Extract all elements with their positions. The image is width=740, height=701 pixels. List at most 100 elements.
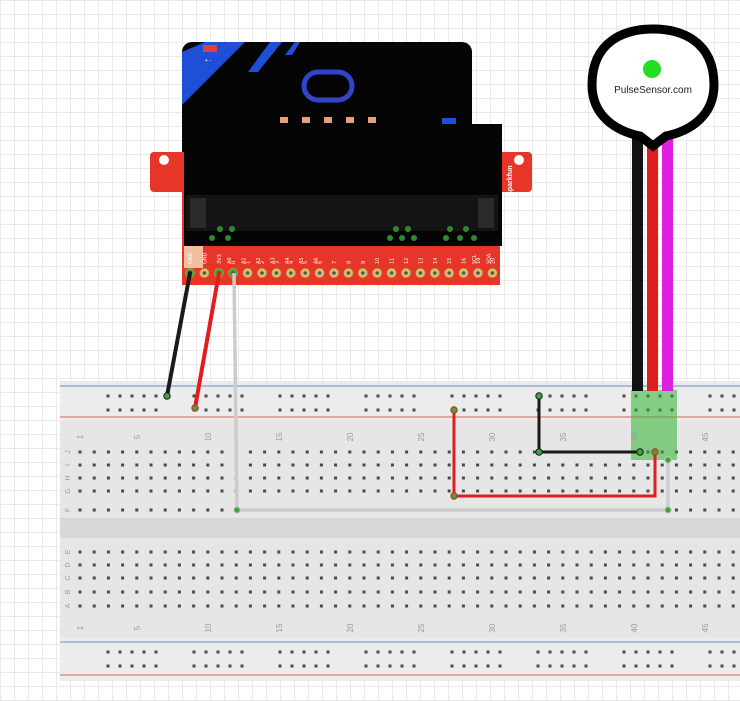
terminal-hole: [149, 508, 153, 512]
pin-hole-center: [389, 271, 394, 275]
rail-hole: [412, 394, 416, 398]
terminal-hole: [78, 489, 82, 493]
rail-hole: [216, 664, 220, 668]
terminal-hole: [348, 604, 352, 608]
rail-hole: [130, 664, 134, 668]
gnd-pad: [184, 246, 203, 268]
terminal-hole: [334, 576, 338, 580]
wire-end: [664, 506, 672, 514]
terminal-hole: [163, 590, 167, 594]
rail-hole: [290, 408, 294, 412]
terminal-hole: [291, 450, 295, 454]
terminal-hole: [106, 508, 110, 512]
terminal-hole: [646, 590, 650, 594]
terminal-hole: [220, 590, 224, 594]
terminal-hole: [561, 563, 565, 567]
terminal-hole: [277, 550, 281, 554]
terminal-hole: [717, 563, 721, 567]
rail-hole: [278, 650, 282, 654]
rail-hole: [646, 650, 650, 654]
terminal-hole: [419, 550, 423, 554]
terminal-hole: [561, 550, 565, 554]
rail-hole: [314, 650, 318, 654]
terminal-hole: [78, 604, 82, 608]
rail-hole: [192, 650, 196, 654]
terminal-hole: [589, 463, 593, 467]
rail-hole: [376, 664, 380, 668]
terminal-hole: [703, 489, 707, 493]
terminal-hole: [689, 576, 693, 580]
terminal-hole: [305, 563, 309, 567]
pin-label: 1: [246, 261, 252, 264]
terminal-hole: [731, 576, 735, 580]
rail-hole: [634, 664, 638, 668]
terminal-hole: [618, 563, 622, 567]
terminal-hole: [376, 476, 380, 480]
pin-hole-center: [289, 271, 293, 275]
terminal-hole: [532, 550, 536, 554]
terminal-hole: [376, 550, 380, 554]
pin-label: 7: [332, 261, 338, 264]
rail-hole: [204, 650, 208, 654]
terminal-hole: [149, 463, 153, 467]
terminal-hole: [575, 563, 579, 567]
terminal-hole: [92, 476, 96, 480]
terminal-hole: [78, 508, 82, 512]
terminal-hole: [390, 576, 394, 580]
terminal-hole: [518, 489, 522, 493]
terminal-hole: [92, 576, 96, 580]
terminal-hole: [717, 550, 721, 554]
terminal-hole: [731, 563, 735, 567]
pin-holes: [184, 267, 498, 278]
terminal-hole: [305, 604, 309, 608]
terminal-hole: [490, 563, 494, 567]
terminal-hole: [277, 463, 281, 467]
rail-hole: [732, 650, 736, 654]
wire-gnd-black: [165, 271, 192, 398]
rail-hole: [240, 650, 244, 654]
row-letter: B: [65, 589, 72, 594]
rail-hole: [462, 394, 466, 398]
rail-hole: [326, 664, 330, 668]
terminal-hole: [248, 489, 252, 493]
terminal-hole: [646, 563, 650, 567]
row-letter: A: [65, 603, 72, 608]
terminal-hole: [149, 563, 153, 567]
terminal-hole: [660, 476, 664, 480]
row-letter: D: [65, 562, 72, 567]
terminal-hole: [433, 563, 437, 567]
terminal-hole: [149, 450, 153, 454]
terminal-hole: [689, 476, 693, 480]
pin-hole-center: [461, 271, 466, 275]
terminal-hole: [419, 576, 423, 580]
terminal-hole: [362, 604, 366, 608]
terminal-hole: [220, 550, 224, 554]
rail-hole: [228, 650, 232, 654]
terminal-hole: [220, 489, 224, 493]
rail-hole: [486, 394, 490, 398]
terminal-hole: [362, 563, 366, 567]
terminal-hole: [348, 576, 352, 580]
terminal-hole: [561, 576, 565, 580]
terminal-hole: [362, 590, 366, 594]
terminal-hole: [192, 590, 196, 594]
terminal-hole: [646, 476, 650, 480]
terminal-hole: [376, 463, 380, 467]
rail-hole: [486, 408, 490, 412]
terminal-hole: [220, 463, 224, 467]
row-letter: J: [65, 450, 72, 454]
terminal-hole: [319, 563, 323, 567]
terminal-hole: [192, 508, 196, 512]
led-2: [302, 117, 310, 123]
pin-hole-center: [332, 271, 336, 275]
wire-end: [450, 406, 458, 414]
terminal-hole: [92, 590, 96, 594]
rail-hole: [572, 650, 576, 654]
slot-end-right: [478, 198, 494, 228]
terminal-hole: [603, 463, 607, 467]
terminal-hole: [334, 550, 338, 554]
terminal-hole: [78, 563, 82, 567]
terminal-hole: [319, 550, 323, 554]
rail-hole: [560, 664, 564, 668]
